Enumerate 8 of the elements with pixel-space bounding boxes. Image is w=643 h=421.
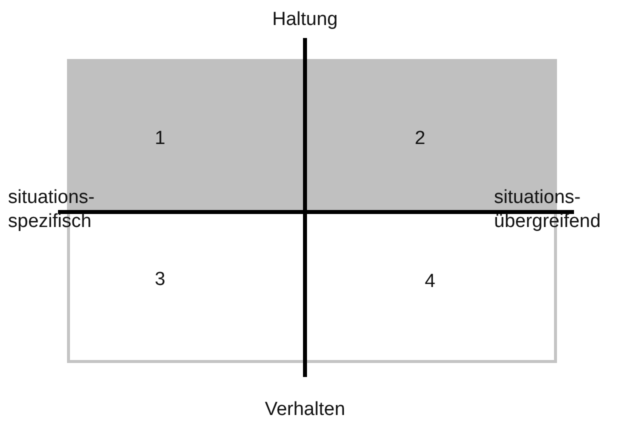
- quadrant-number: 3: [154, 269, 166, 291]
- axis-label: Haltung: [271, 8, 339, 32]
- axis-label: situations- spezifisch: [8, 186, 96, 234]
- axis-label: Verhalten: [264, 398, 346, 421]
- quadrant-number: 2: [414, 128, 426, 150]
- quadrant-number: 1: [154, 128, 166, 150]
- quadrant-number: 4: [424, 271, 436, 293]
- axis-label: situations- übergreifend: [494, 186, 602, 234]
